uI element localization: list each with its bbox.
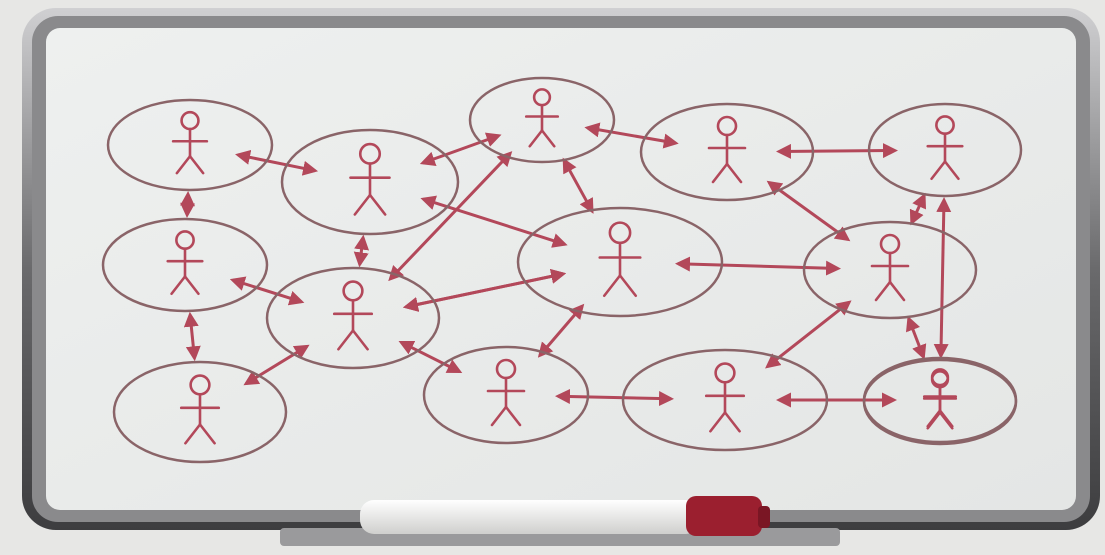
double-arrow-icon: [187, 194, 188, 215]
marker-pen-icon[interactable]: [360, 496, 770, 536]
double-arrow-icon: [779, 151, 895, 152]
